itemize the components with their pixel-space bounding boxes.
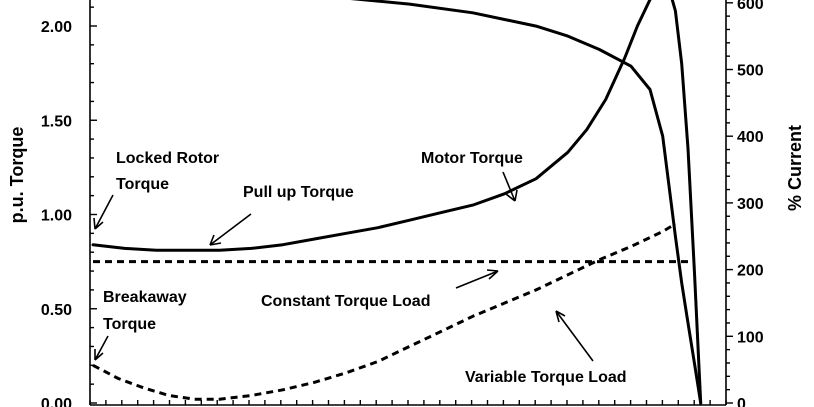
y2-tick-label: 400 — [737, 129, 764, 146]
curves-group — [91, 0, 703, 405]
annotation-arrows — [93, 171, 594, 362]
y-axis-title: p.u. Torque — [7, 127, 27, 224]
y2-tick-label: 0 — [737, 396, 746, 407]
arrow-motor-torque — [502, 171, 518, 202]
arrow-constant-torque-load — [455, 269, 499, 289]
arrow-pull-up-torque — [209, 213, 252, 246]
annotation-breakaway-line2: Torque — [103, 316, 156, 333]
annotation-constant-torque-load: Constant Torque Load — [261, 293, 430, 310]
series-variable-torque-load — [92, 222, 677, 401]
arrow-variable-torque-load — [555, 310, 594, 362]
annotation-variable-torque-load: Variable Torque Load — [465, 369, 627, 386]
annotation-locked-rotor-line1: Locked Rotor — [116, 150, 219, 167]
series-motor-torque — [91, 0, 703, 405]
y-tick-label: 0.00 — [41, 396, 72, 407]
annotation-breakaway-line1: Breakaway — [103, 289, 187, 306]
annotation-locked-rotor-line2: Torque — [116, 176, 169, 193]
y-tick-label: 2.00 — [41, 19, 72, 36]
annotation-pull-up-torque: Pull up Torque — [243, 184, 354, 201]
arrow-locked-rotor — [93, 194, 114, 230]
arrow-breakaway — [94, 335, 109, 361]
series-current — [350, 0, 703, 405]
annotation-motor-torque: Motor Torque — [421, 150, 523, 167]
y2-tick-label: 200 — [737, 263, 764, 280]
axes-group: 0.00 0.50 1.00 1.50 2.00 0 100 200 300 400 500 600 — [41, 0, 764, 407]
y-tick-label: 1.50 — [41, 113, 72, 130]
y-tick-label: 0.50 — [41, 302, 72, 319]
y2-tick-label: 300 — [737, 196, 764, 213]
y2-tick-label: 100 — [737, 329, 764, 346]
y2-tick-label: 500 — [737, 63, 764, 80]
y2-axis-title: % Current — [785, 125, 805, 211]
y-tick-label: 1.00 — [41, 208, 72, 225]
y2-tick-label: 600 — [737, 0, 764, 13]
